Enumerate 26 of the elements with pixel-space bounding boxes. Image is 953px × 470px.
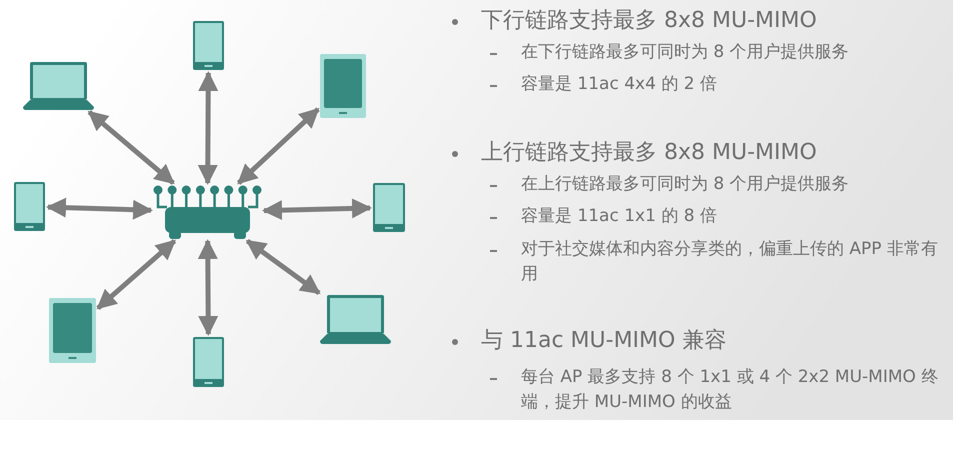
bullet-heading: 下行链路支持最多 8x8 MU-MIMO: [481, 7, 818, 35]
bullet-text: 对于社交媒体和内容分享类的，偏重上传的 APP 非常有用: [521, 238, 939, 286]
double-arrow: [88, 110, 175, 185]
laptop-icon: [320, 295, 391, 344]
bullet-text: 在上行链路最多可同时为 8 个用户提供服务: [521, 173, 850, 196]
phone-icon: [193, 21, 224, 70]
phone-icon: [14, 182, 45, 231]
bullet-text: 在下行链路最多可同时为 8 个用户提供服务: [521, 41, 850, 64]
laptop-icon: [23, 62, 94, 110]
double-arrow: [262, 198, 372, 220]
double-arrow: [236, 107, 320, 185]
bullet-heading: 与 11ac MU-MIMO 兼容: [481, 327, 728, 355]
double-arrow: [198, 239, 218, 336]
double-arrow: [46, 198, 153, 220]
phone-icon: [193, 337, 224, 387]
phone-icon: [373, 183, 405, 232]
double-arrow: [246, 238, 321, 296]
bullet-text: 每台 AP 最多支持 8 个 1x1 或 4 个 2x2 MU-MIMO 终端，提升 MU-MIMO 的收益: [521, 366, 940, 414]
bullet-text: 容量是 11ac 4x4 的 2 倍: [521, 73, 718, 96]
tablet-icon: [49, 298, 96, 363]
bullet-text: 容量是 11ac 1x1 的 8 倍: [521, 205, 718, 228]
double-arrow: [96, 239, 176, 310]
bullet-heading: 上行链路支持最多 8x8 MU-MIMO: [481, 139, 818, 167]
tablet-icon: [320, 54, 366, 118]
router-icon: [154, 186, 262, 239]
double-arrow: [198, 71, 218, 185]
